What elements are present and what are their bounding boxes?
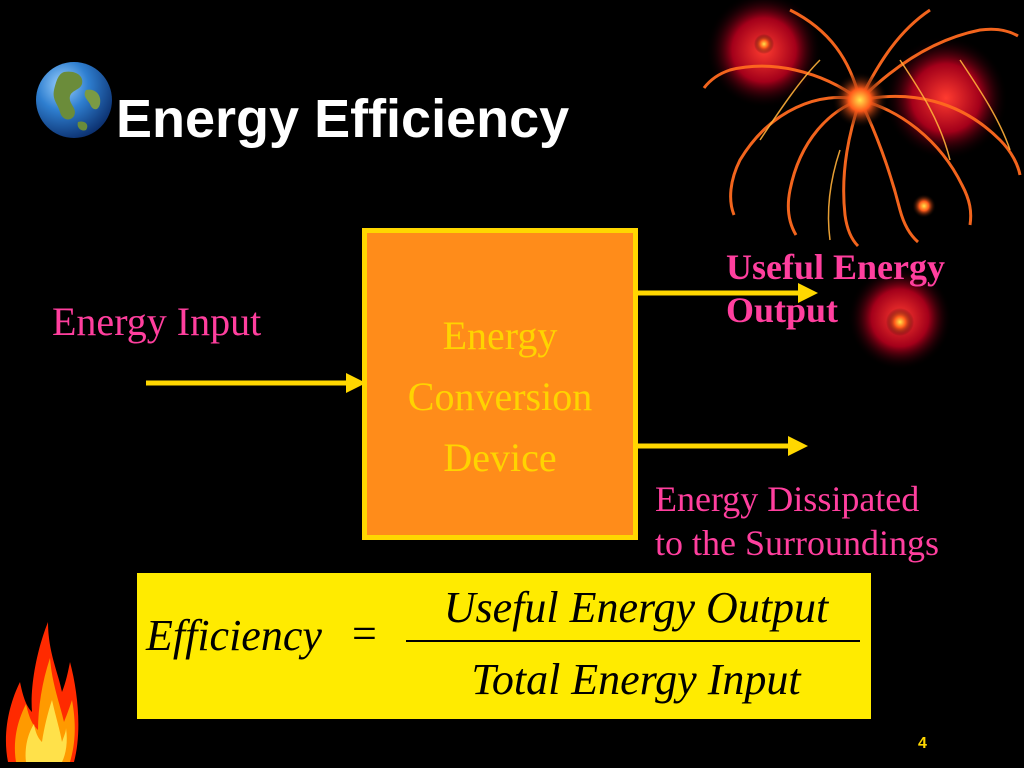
- useful-output-arrow: [638, 283, 818, 303]
- formula-denominator: Total Energy Input: [471, 655, 801, 704]
- slide-number: 4: [918, 735, 927, 752]
- useful-output-line: Output: [726, 290, 839, 330]
- useful-output-line: Useful Energy: [726, 247, 945, 287]
- useful-energy-output-label: Useful Energy Output: [726, 246, 945, 332]
- energy-conversion-device-box: [362, 228, 638, 540]
- dissipated-arrow: [638, 436, 808, 456]
- flame-icon: [5, 622, 79, 762]
- dissipated-line: to the Surroundings: [655, 523, 939, 563]
- formula-lhs: Efficiency: [146, 611, 322, 660]
- input-arrow: [146, 373, 366, 393]
- fraction-bar: [406, 640, 860, 642]
- device-label-line: Device: [443, 435, 557, 480]
- dissipated-line: Energy Dissipated: [655, 479, 920, 519]
- slide-title: Energy Efficiency: [116, 89, 570, 149]
- formula-equals: =: [352, 609, 377, 658]
- device-label-line: Energy: [442, 313, 558, 358]
- energy-input-label: Energy Input: [52, 299, 262, 344]
- formula-numerator: Useful Energy Output: [443, 583, 829, 632]
- globe-icon: [36, 62, 112, 138]
- efficiency-formula-box: [137, 573, 871, 719]
- fireworks-icon: [702, 0, 1022, 370]
- energy-dissipated-label: Energy Dissipated to the Surroundings: [655, 477, 939, 565]
- device-label-line: Conversion: [407, 374, 593, 419]
- energy-conversion-device-label: Energy Conversion Device: [362, 305, 638, 488]
